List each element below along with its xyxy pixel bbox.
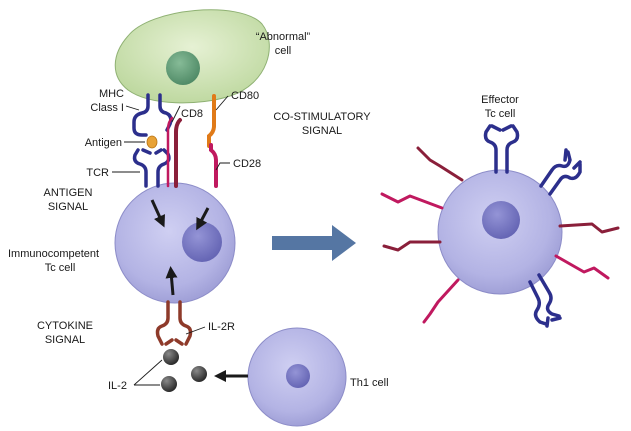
- abnormal-cell: [114, 9, 270, 104]
- mhc-class-i-label: MHC: [99, 88, 124, 100]
- il2-particles: [161, 349, 207, 392]
- effector-cd8-cd28-receptors: [380, 146, 620, 324]
- cd8-label: CD8: [181, 108, 203, 120]
- antigen-signal-label: ANTIGEN: [44, 187, 93, 199]
- il2-particle: [161, 376, 177, 392]
- abnormal-cell-nucleus: [166, 51, 200, 85]
- effector-receptor: [380, 192, 444, 210]
- effector-receptor: [416, 146, 464, 182]
- effector-receptor: [558, 222, 620, 234]
- main-transition-arrow: [272, 225, 356, 261]
- immunocompetent-tc-nucleus: [182, 222, 222, 262]
- immunocompetent-tc-cell: [114, 182, 236, 304]
- effector-tc-nucleus: [482, 201, 520, 239]
- il2-label: IL-2: [108, 380, 127, 392]
- cd8-molecule: [166, 116, 182, 188]
- abnormal-cell-label: “Abnormal”: [256, 31, 311, 43]
- cytokine-signal-arrow: [165, 266, 178, 296]
- effector-receptor: [382, 240, 442, 252]
- tcr-molecule: [132, 148, 171, 188]
- antigen-label: Antigen: [85, 137, 122, 149]
- costim-signal-arrow: [196, 207, 210, 231]
- cd80-label: CD80: [231, 90, 259, 102]
- antigen-particle: [146, 135, 158, 149]
- cytokine-signal-label: SIGNAL: [45, 334, 85, 346]
- immunocompetent-tc-label: Tc cell: [45, 262, 76, 274]
- costim-signal-label: SIGNAL: [302, 125, 342, 137]
- il2r-label: IL-2R: [208, 321, 235, 333]
- th1-cell: [247, 327, 347, 427]
- antigen-signal-arrow: [150, 199, 165, 228]
- effector-receptor: [422, 278, 460, 324]
- antigen-signal-label: SIGNAL: [48, 201, 88, 213]
- effector-tcr-receptors: [483, 124, 582, 328]
- effector-tc-cell: [437, 169, 563, 295]
- leader-lines: [112, 95, 230, 386]
- effector-tcr-right: [539, 148, 582, 196]
- tcr-label: TCR: [86, 167, 109, 179]
- il2-receptor: [155, 300, 193, 346]
- cd28-molecule: [209, 143, 218, 188]
- effector-tc-label: Tc cell: [485, 108, 516, 120]
- il2-particle: [163, 349, 179, 365]
- effector-receptor: [554, 254, 610, 280]
- effector-tc-label: Effector: [481, 94, 519, 106]
- signal-arrows: [150, 199, 210, 296]
- cytokine-signal-label: CYTOKINE: [37, 320, 93, 332]
- abnormal-cell-label: cell: [275, 45, 292, 57]
- cd28-label: CD28: [233, 158, 261, 170]
- il2-particle: [191, 366, 207, 382]
- cd80-molecule: [207, 94, 216, 148]
- costim-signal-label: CO-STIMULATORY: [273, 111, 371, 123]
- effector-tcr-bottom: [528, 273, 562, 328]
- mhc-class-i-label: Class I: [90, 102, 124, 114]
- th1-cell-label: Th1 cell: [350, 377, 389, 389]
- effector-tcr-top: [483, 124, 520, 174]
- labels: “Abnormal” cell MHC Class I CD8 CD80 Ant…: [8, 31, 519, 392]
- th1-cell-nucleus: [286, 364, 310, 388]
- immunocompetent-tc-label: Immunocompetent: [8, 248, 99, 260]
